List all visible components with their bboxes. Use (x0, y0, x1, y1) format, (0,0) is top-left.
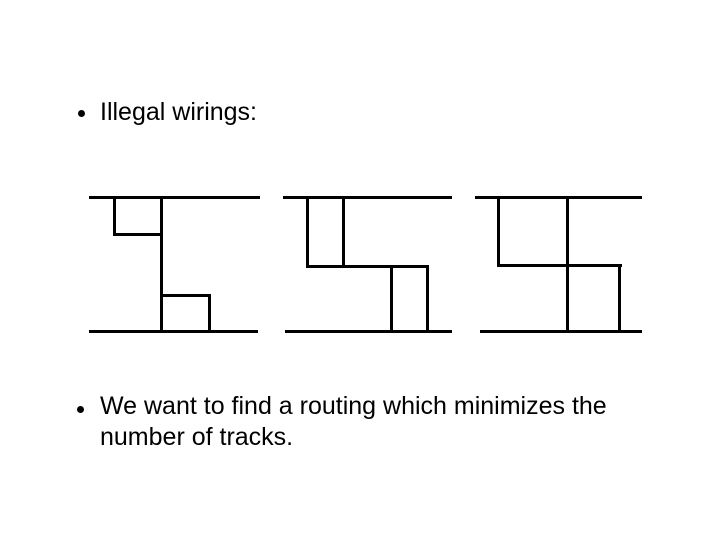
wire-segment (342, 196, 345, 268)
wire-segment (426, 265, 429, 333)
wire-segment (390, 265, 393, 333)
wire-segment (160, 196, 163, 333)
wire-segment (475, 196, 642, 199)
routing-goal-line-1: We want to find a routing which minimize… (100, 392, 607, 420)
bullet-icon (78, 110, 85, 117)
bullet-item-routing-goal: We want to find a routing which minimize… (77, 391, 607, 453)
bullet-icon (77, 406, 84, 413)
wire-segment (306, 265, 429, 268)
wire-segment (480, 330, 642, 333)
wire-segment (113, 233, 163, 236)
wire-segment (160, 294, 211, 297)
wire-segment (208, 294, 211, 333)
slide-title-text: Illegal wirings: (100, 98, 258, 126)
routing-goal-line-2: number of tracks. (100, 423, 294, 451)
wire-segment (497, 196, 500, 267)
wire-segment (89, 330, 258, 333)
bullet-item-illegal-wirings: Illegal wirings: (78, 97, 257, 128)
wire-segment (285, 330, 452, 333)
wire-segment (89, 196, 260, 199)
routing-goal-text: We want to find a routing which minimize… (100, 391, 607, 453)
wire-segment (113, 196, 116, 236)
wire-segment (497, 264, 622, 267)
wire-segment (306, 196, 309, 268)
wire-segment (283, 196, 452, 199)
wire-segment (618, 264, 621, 333)
